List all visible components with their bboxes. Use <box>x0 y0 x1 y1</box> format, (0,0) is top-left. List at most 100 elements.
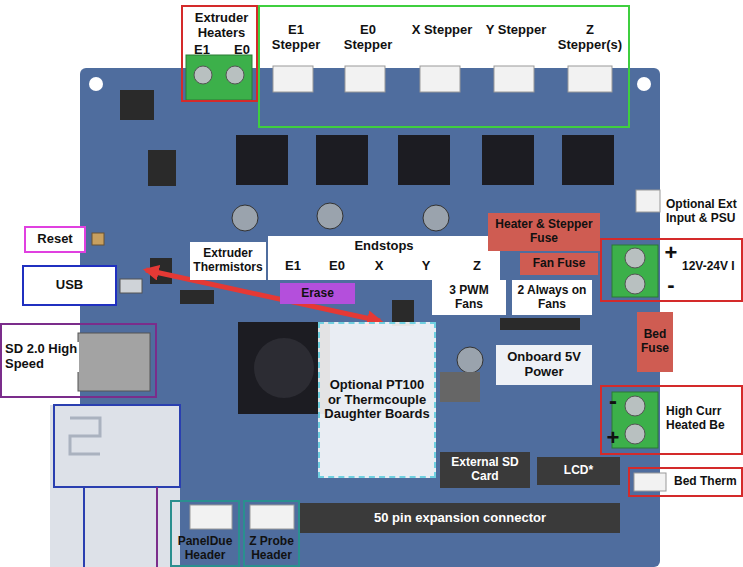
heater-callout: Extruder HeatersE1 E0 <box>181 5 258 102</box>
usb-port <box>120 279 142 293</box>
fan-label: 3 PWM Fans <box>432 280 506 315</box>
capacitor <box>457 347 483 373</box>
leader-line <box>83 487 85 567</box>
capacitor <box>317 203 343 229</box>
connector-label: LCD* <box>537 457 620 485</box>
label-text: E0 <box>320 259 354 274</box>
bed-callout: - + High Curr Heated Be <box>600 385 743 455</box>
header-callout: PanelDue Header <box>170 500 240 567</box>
terminal-block <box>612 245 658 297</box>
capacitor <box>423 205 449 231</box>
driver-chip <box>316 135 368 185</box>
regulator <box>148 150 176 186</box>
psu-connector <box>636 190 660 212</box>
driver-chip <box>398 135 450 185</box>
stepper-connector <box>494 66 534 92</box>
terminal-block <box>186 55 252 100</box>
label-text: LCD* <box>564 464 593 478</box>
label-text: + <box>662 240 680 265</box>
wifi-outline <box>54 405 180 487</box>
label-text: Extruder Heaters <box>183 11 260 41</box>
label-text: 12V-24V I <box>682 260 743 274</box>
label-text: SD 2.0 High Speed <box>5 342 79 372</box>
terminal-screw <box>194 66 212 84</box>
label-text: High Curr Heated Be <box>666 405 743 433</box>
fuse-label: Bed Fuse <box>637 312 673 372</box>
sd-slot <box>78 333 150 391</box>
header-callout: Z Probe Header <box>243 500 300 567</box>
daughter-board-callout: Optional PT100 or Thermcouple Daughter B… <box>318 322 436 478</box>
fuse-label: Fan Fuse <box>520 253 598 275</box>
stepper-callout: E1 StepperE0 Stepper X Stepper Y Stepper Z … <box>258 5 630 128</box>
label-text: Z Stepper(s) <box>553 23 627 53</box>
label-text: Erase <box>301 287 334 301</box>
label-text: E0 Stepper <box>335 23 401 53</box>
mount-hole <box>89 77 103 91</box>
label-text: Onboard 5V Power <box>499 350 589 380</box>
label-text: Optional Ext Input & PSU <box>666 198 738 226</box>
reset-button <box>92 233 104 245</box>
power-callout: + -12V-24V I <box>600 238 743 302</box>
label-text: E1 <box>276 259 310 274</box>
stepper-connector <box>273 66 313 92</box>
label-text: Extruder Thermistors <box>193 247 263 275</box>
thermistor-label: Extruder Thermistors <box>190 242 266 280</box>
fan-headers <box>500 318 580 330</box>
reset-callout: Reset <box>24 226 86 253</box>
fan-label: 2 Always on Fans <box>512 280 592 315</box>
label-text: X Stepper <box>409 23 475 38</box>
label-text: Bed Therm <box>674 475 742 489</box>
wifi-antenna <box>70 418 100 454</box>
leader-line <box>156 487 158 567</box>
paneldue-connector <box>190 505 232 529</box>
label-text: Reset <box>37 232 72 247</box>
label-text: 3 PWM Fans <box>435 284 503 312</box>
inductor <box>440 372 480 402</box>
label-text: Fan Fuse <box>533 257 586 271</box>
label-text: 2 Always on Fans <box>515 284 589 312</box>
driver-chip <box>482 135 534 185</box>
thermistor-connector <box>634 473 666 491</box>
label-text: Y Stepper <box>483 23 549 38</box>
label-text: USB <box>56 278 83 293</box>
label-text: Optional PT100 or Thermcouple Daughter B… <box>323 378 431 423</box>
label-text: Heater & Stepper Fuse <box>491 218 597 246</box>
erase-label: Erase <box>280 283 355 304</box>
connector-label: External SD Card <box>440 452 530 488</box>
label-text: - <box>662 272 680 297</box>
stepper-connector <box>568 66 612 92</box>
psu-callout: Optional Ext Input & PSU <box>663 193 741 231</box>
label-text: E1 Stepper <box>263 23 329 53</box>
terminal-screw <box>625 396 645 416</box>
usb-callout: USB <box>22 265 117 306</box>
terminal-screw <box>625 274 645 294</box>
thermistor-callout: Bed Therm <box>628 467 743 497</box>
label-text: E1 <box>187 43 217 58</box>
wifi-module <box>50 405 180 567</box>
label-text: Endstops <box>268 239 500 254</box>
sd-callout: SD 2.0 High Speed <box>0 323 157 398</box>
label-text: X <box>364 259 394 274</box>
label-text: Bed Fuse <box>640 328 670 356</box>
label-text: - <box>604 387 622 415</box>
processor-mark <box>254 338 314 398</box>
capacitor <box>232 205 258 231</box>
terminal-screw <box>625 248 645 268</box>
regulator <box>120 90 154 120</box>
label-text: External SD Card <box>443 456 527 484</box>
label-text: Z <box>462 259 492 274</box>
stepper-connector <box>420 66 460 92</box>
mount-hole <box>637 77 651 91</box>
power-label: Onboard 5V Power <box>496 345 592 385</box>
label-text: + <box>604 425 622 450</box>
label-text: Z Probe Header <box>245 535 298 563</box>
label-text: 50 pin expansion connector <box>374 511 546 526</box>
label-text: E0 <box>227 43 257 58</box>
zprobe-connector <box>250 505 294 529</box>
fuse-label: Heater & Stepper Fuse <box>488 213 600 251</box>
terminal-screw <box>625 424 645 444</box>
expansion-label: 50 pin expansion connector <box>300 503 620 533</box>
driver-chip <box>236 135 288 185</box>
endstop-label: EndstopsE1E0XYZ <box>268 236 500 280</box>
